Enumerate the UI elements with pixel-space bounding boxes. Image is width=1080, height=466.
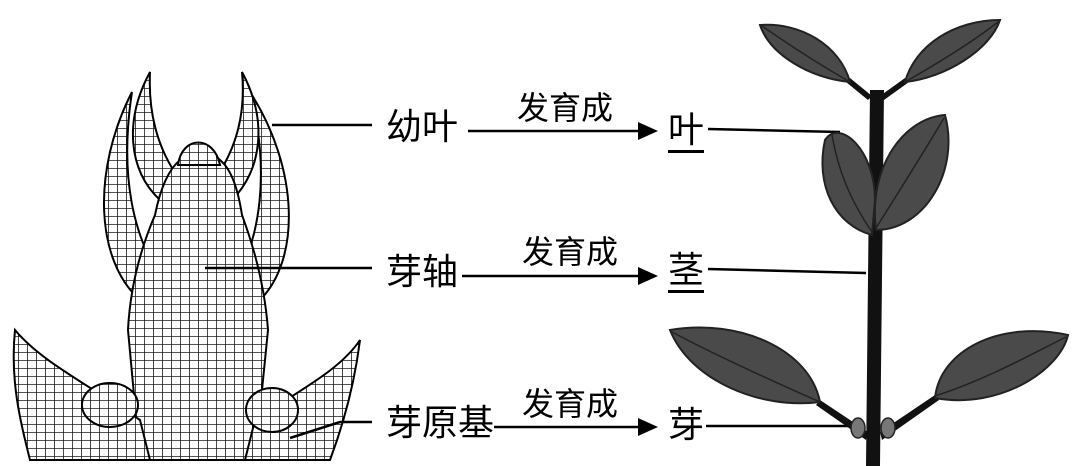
relation-label-row-1: 发育成 [517, 89, 614, 127]
arrow-row-2 [462, 267, 658, 285]
axillary-bud-left [850, 417, 866, 439]
top-branch-right [880, 78, 909, 100]
middle-leaf-left [821, 132, 877, 237]
leader-leaf [707, 127, 841, 134]
young-leaf-left-inner [131, 71, 182, 202]
bud-section-illustration [12, 71, 361, 461]
leader-bud-primordium [289, 420, 372, 440]
growing-tip [176, 141, 222, 166]
top-leaf-left [758, 23, 852, 84]
label-bud-axis: 芽轴 [386, 252, 459, 293]
lower-leaf-left [668, 326, 822, 405]
top-branch-left [846, 78, 872, 100]
label-young-leaf: 幼叶 [386, 107, 459, 148]
middle-leaf-left-vein [831, 134, 873, 233]
top-leaf-right [903, 18, 1002, 84]
lower-leaf-right [933, 330, 1070, 402]
arrow-row-1 [468, 122, 658, 140]
lower-leaf-left-vein [671, 331, 821, 403]
arrow-row-3 [494, 418, 658, 436]
middle-leaf-right-vein [875, 117, 945, 229]
top-leaf-left-vein [761, 25, 851, 83]
primordium-bump-right [245, 387, 299, 433]
top-leaf-right-vein [904, 21, 999, 83]
answer-bud: 芽 [668, 405, 705, 446]
answer-leaf: 叶 [668, 110, 705, 153]
shoot-illustration [668, 18, 1070, 466]
label-bud-primordium: 芽原基 [386, 403, 495, 444]
axillary-bud-right [880, 417, 896, 439]
answer-stem: 茎 [668, 250, 705, 293]
relation-label-row-3: 发育成 [522, 385, 619, 423]
leader-stem [707, 267, 867, 275]
lower-leaf-right-vein [934, 336, 1067, 397]
primordium-bump-left [81, 382, 139, 428]
relation-label-row-2: 发育成 [522, 233, 619, 271]
main-stem [866, 90, 884, 466]
